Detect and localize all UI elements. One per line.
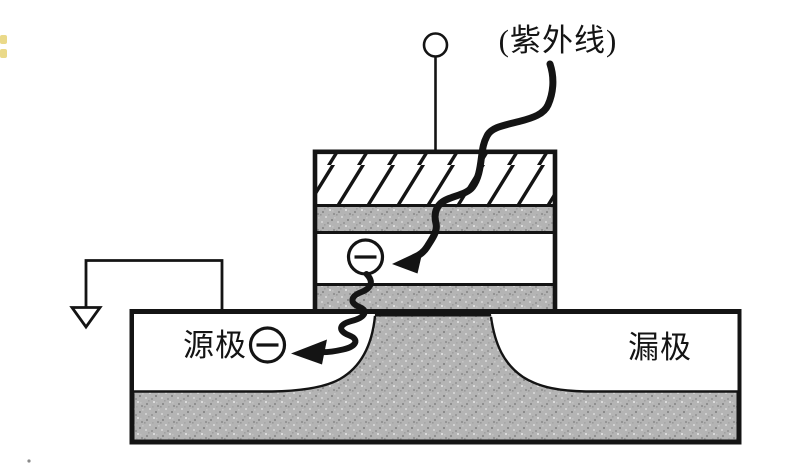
gate-terminal: [422, 32, 449, 150]
gate-metal-hatched-layer: [316, 152, 554, 205]
electron-path: [314, 271, 374, 356]
highlight-mark: [0, 49, 7, 58]
electron-escape-arrow: [291, 271, 374, 365]
trapped-electron-icon: [346, 238, 385, 276]
source-electron-icon: [248, 326, 287, 364]
stray-dot: [27, 459, 31, 463]
uv-light-label: (紫外线): [499, 23, 618, 58]
drain-region: [491, 314, 738, 392]
drain-junction-line: [489, 316, 738, 393]
source-ground-wire: [69, 259, 224, 330]
uv-ray-arrow: [392, 60, 557, 274]
uv-ray-arrowhead-icon: [392, 249, 423, 274]
terminal-circle-icon: [422, 32, 449, 58]
ground-icon: [69, 306, 103, 330]
electron-path-arrowhead-icon: [291, 339, 327, 365]
source-label: 源极: [183, 328, 247, 363]
highlight-mark: [0, 35, 7, 44]
source-junction-line: [134, 315, 377, 393]
wire: [84, 259, 224, 312]
uv-ray-path: [410, 60, 557, 261]
gate-stack-outline: [312, 149, 558, 313]
drain-label: 漏极: [628, 330, 692, 365]
